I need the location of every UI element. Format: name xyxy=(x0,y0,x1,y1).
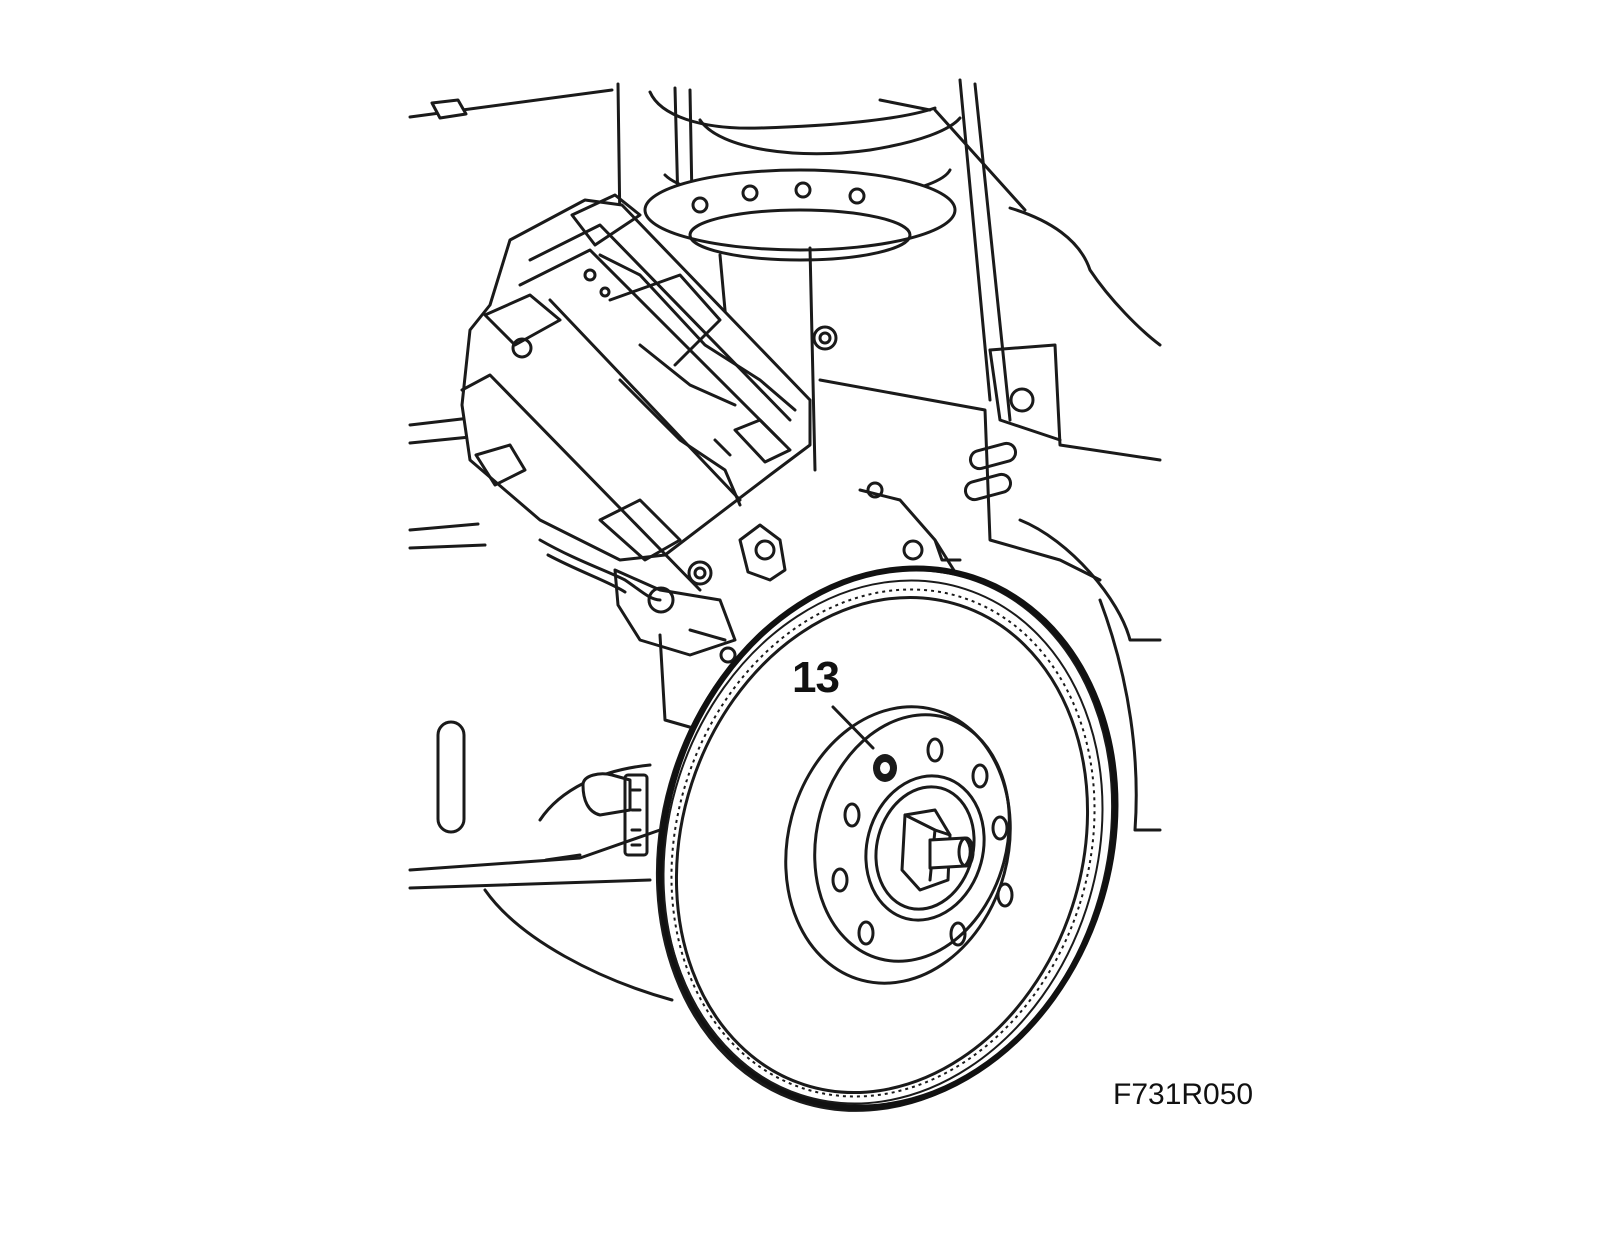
callout-13-screw xyxy=(831,705,897,782)
wheel-hub xyxy=(784,705,1012,985)
right-bodywork xyxy=(818,206,1162,832)
brake-disc xyxy=(655,565,1119,1112)
figure-id: F731R050 xyxy=(1113,1078,1254,1111)
callout-label-13: 13 xyxy=(792,653,840,702)
steering-knuckle xyxy=(538,523,787,857)
leader-line xyxy=(831,705,875,750)
brake-caliper xyxy=(460,193,812,592)
bolt-holes xyxy=(831,737,1014,947)
